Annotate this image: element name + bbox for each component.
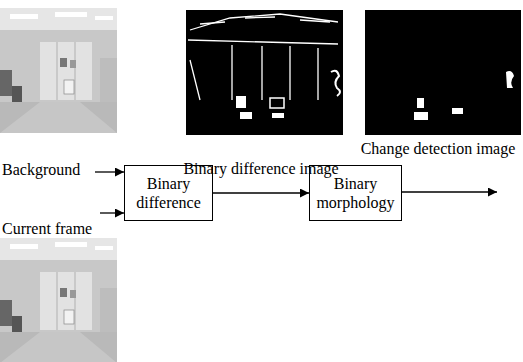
box-text: Binary difference [131,174,206,212]
current-frame-photo [0,238,117,362]
output-arrow [398,191,497,192]
binary-difference-picture [186,10,343,135]
background-photo [0,8,117,133]
change-detection-picture [365,10,521,135]
edge-label: Binary difference image [181,159,341,179]
box-text: Binary morphology [316,174,395,212]
flow-arrow [213,192,309,193]
io-label: Current frame [2,219,112,239]
input-arrows [95,172,124,213]
io-label: Change detection image [353,139,523,159]
io-label: Background [2,160,94,180]
